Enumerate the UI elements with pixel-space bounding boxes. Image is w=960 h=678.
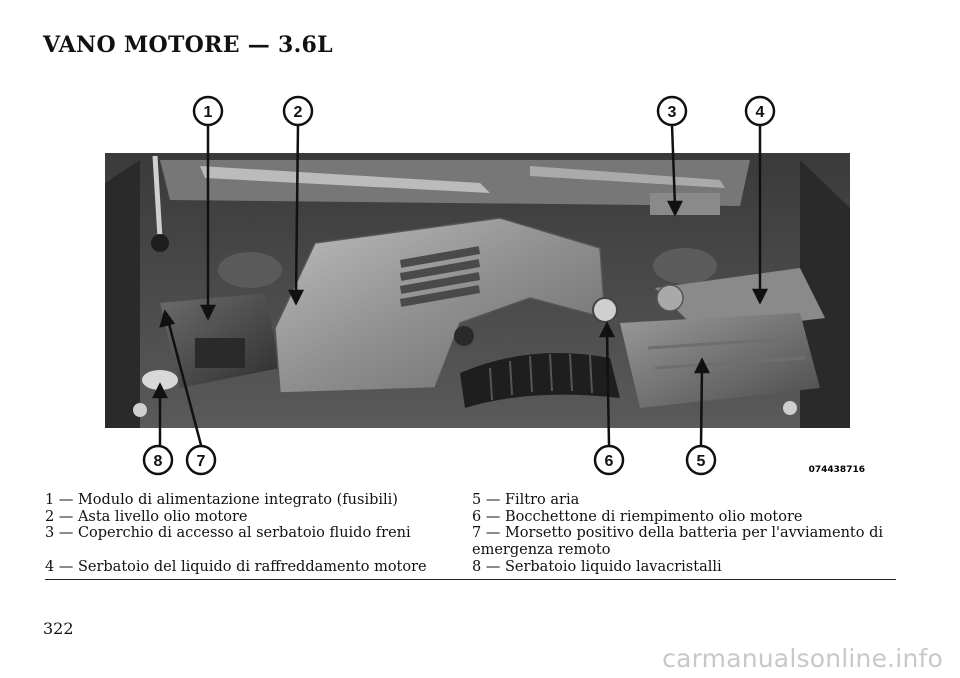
washer-cap [142,370,178,390]
strut-mount [151,234,169,252]
callout-label-5: 5 [697,453,706,470]
callout-8: 8 [142,444,174,476]
legend-item-2: 2 — Asta livello olio motore [45,508,248,525]
callout-7: 7 [185,444,217,476]
callout-4: 4 [744,95,776,127]
callout-label-7: 7 [197,453,206,470]
callout-label-1: 1 [204,104,213,121]
coolant-dome [653,248,717,284]
left-dome [218,252,282,288]
wiper-arm-left [200,166,490,193]
watermark: carmanualsonline.info [662,644,943,673]
callout-1: 1 [192,95,224,127]
hood-strut [152,155,163,239]
left-fender [105,160,140,428]
callout-label-8: 8 [154,453,163,470]
legend-item-6: 6 — Bocchettone di riempimento olio moto… [472,508,803,525]
legend-item-5: 5 — Filtro aria [472,492,580,508]
oil-cap-left [454,326,474,346]
callout-label-4: 4 [756,104,765,121]
page-title: VANO MOTORE — 3.6L [43,32,333,58]
image-code: 074438716 [809,465,865,475]
callout-6: 6 [593,444,625,476]
oil-filler [592,297,618,323]
fuse-box-lid [195,338,245,368]
legend-item-1: 1 — Modulo di alimentazione integrato (f… [45,492,398,508]
callout-label-3: 3 [668,104,677,121]
wiper-arm-right [530,166,725,188]
legend-item-8: 8 — Serbatoio liquido lavacristalli [472,559,722,575]
legend-item-4: 4 — Serbatoio del liquido di raffreddame… [45,559,427,575]
engine-bay-illustration: 1 2 3 4 5 6 7 8 074438716 [100,88,880,488]
callout-2: 2 [282,95,314,127]
footer-rule [45,579,896,580]
brake-fluid-cover [650,193,720,215]
legend-item-3: 3 — Coperchio di accesso al serbatoio fl… [45,525,411,541]
callout-label-6: 6 [605,453,614,470]
engine-bay-drawing: 1 2 3 4 5 6 7 8 074438716 [105,95,865,476]
callout-label-2: 2 [294,104,303,121]
coolant-cap [656,284,684,312]
legend-left-column: 1 — Modulo di alimentazione integrato (f… [45,492,470,575]
engine-cover [274,217,606,394]
callout-5: 5 [685,444,717,476]
intake-hose [460,353,620,408]
air-filter-box [620,313,820,408]
legend-right-column: 5 — Filtro aria 6 — Bocchettone di riemp… [472,492,892,575]
callout-3: 3 [656,95,688,127]
legend-item-7: 7 — Morsetto positivo della batteria per… [472,525,884,558]
page-number: 322 [43,619,74,638]
